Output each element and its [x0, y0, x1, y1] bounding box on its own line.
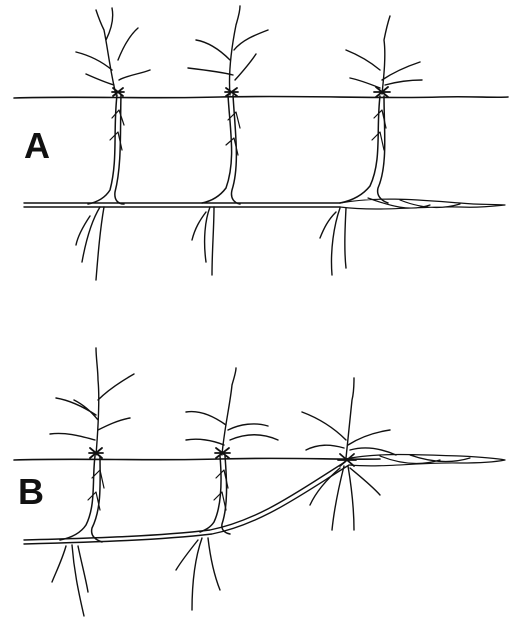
- panel-b-shoot-1: [50, 348, 134, 616]
- panel-a-shoot-2: [188, 6, 268, 275]
- panel-b: [14, 348, 505, 616]
- panel-a-label: A: [24, 128, 50, 164]
- panel-a-root-1: [76, 207, 104, 280]
- panel-a-shoot-1: [76, 8, 150, 280]
- panel-b-label: B: [18, 474, 44, 510]
- panel-b-shoot-2: [176, 368, 278, 610]
- panel-a-rhizome-tail: [340, 198, 505, 209]
- panel-a-rhizome: [24, 203, 340, 207]
- panel-b-root-1: [52, 545, 88, 616]
- panel-a: [14, 6, 508, 280]
- panel-a-soil-line: [14, 96, 508, 98]
- panel-b-root-3: [310, 466, 380, 530]
- panel-b-soil-line: [14, 458, 380, 460]
- panel-a-shoot-3: [320, 16, 422, 275]
- panel-b-root-2: [176, 538, 220, 610]
- panel-b-rhizome: [24, 462, 349, 544]
- panel-b-shoot-3: [302, 378, 396, 530]
- panel-b-rhizome-tail: [345, 455, 505, 466]
- panel-a-root-2: [192, 207, 214, 275]
- panel-a-root-3: [320, 208, 346, 275]
